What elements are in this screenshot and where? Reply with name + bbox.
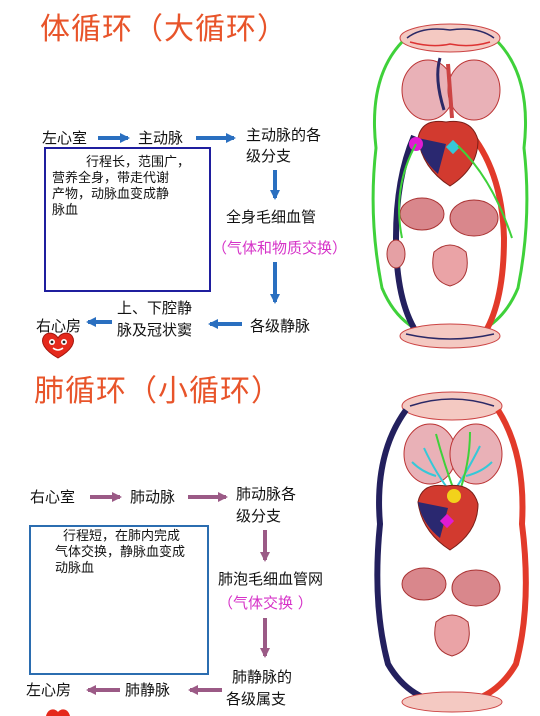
pulmonary-title: 肺循环（小循环）: [34, 374, 282, 409]
systemic-title: 体循环（大循环）: [40, 12, 288, 47]
node-pulmonary-artery: 肺动脉: [130, 488, 176, 506]
left-atrium-marker: [447, 489, 461, 503]
node-left-atrium: 左心房: [26, 681, 72, 699]
heart-icon: [42, 332, 74, 359]
node-vein-tributaries-line2: 各级属支: [226, 690, 287, 708]
pulmonary-note-box: 行程短，在肺内完成 气体交换，静脉血变成 动脉血: [29, 525, 209, 675]
systemic-note-line4: 脉血: [52, 203, 79, 218]
systemic-note-line1: 行程长，范围广，: [86, 155, 191, 170]
node-pulmonary-vein: 肺静脉: [125, 681, 171, 699]
node-aorta-branches-line2: 级分支: [246, 147, 292, 165]
node-aorta-branches-line1: 主动脉的各: [246, 126, 322, 144]
systemic-exchange-label: （气体和物质交换）: [212, 239, 348, 257]
pulmonary-note-line2: 气体交换，静脉血变成: [55, 545, 186, 560]
node-pulmonary-capillaries: 肺泡毛细血管网: [218, 570, 324, 588]
node-right-ventricle: 右心室: [30, 488, 76, 506]
node-vein-tributaries-line1: 肺静脉的: [232, 668, 293, 686]
node-left-ventricle: 左心室: [42, 129, 88, 147]
systemic-note-line3: 产物，动脉血变成静: [52, 187, 170, 202]
node-right-atrium: 右心房: [36, 317, 82, 335]
systemic-note-line2: 营养全身，带走代谢: [52, 171, 170, 186]
node-aorta: 主动脉: [138, 129, 184, 147]
pulmonary-circulation-illustration: [374, 391, 529, 713]
right-ventricle-marker: [439, 513, 455, 529]
node-artery-branches-line2: 级分支: [236, 507, 282, 525]
pulmonary-exchange-label: （气体交换 ）: [218, 594, 313, 612]
pulmonary-note-line3: 动脉血: [55, 561, 95, 576]
left-ventricle-marker: [445, 139, 461, 155]
systemic-circulation-illustration: [371, 23, 529, 349]
pulmonary-note-line1: 行程短，在肺内完成: [63, 529, 181, 544]
node-vena-cava-line2: 脉及冠状窦: [117, 321, 193, 339]
systemic-note-box: 行程长，范围广， 营养全身，带走代谢 产物，动脉血变成静 脉血: [44, 147, 211, 292]
node-artery-branches-line1: 肺动脉各: [236, 485, 297, 503]
heart-icon-partial: [46, 709, 70, 716]
node-vena-cava-line1: 上、下腔静: [117, 299, 193, 317]
node-systemic-capillaries: 全身毛细血管: [226, 208, 317, 226]
node-systemic-veins: 各级静脉: [250, 317, 311, 335]
